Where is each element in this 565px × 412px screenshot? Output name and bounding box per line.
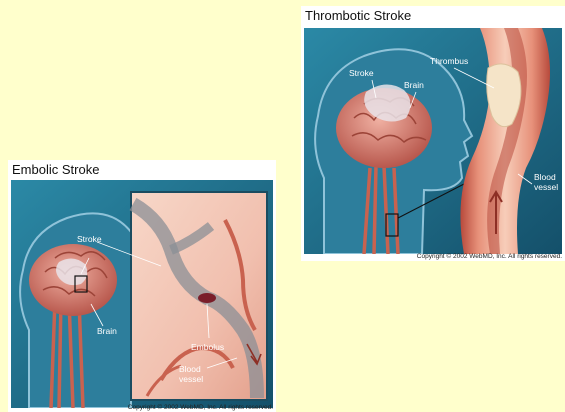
label-blood-vessel: Blood vessel	[179, 364, 203, 384]
embolic-stroke-panel: Embolic Stroke	[8, 160, 276, 412]
embolic-stroke-illustration: Stroke Brain Embolus Blood vessel	[11, 180, 273, 408]
label-blood-vessel: Blood vessel	[534, 172, 558, 192]
label-blood-vessel-line1: Blood	[179, 364, 201, 374]
embolus	[198, 293, 216, 303]
embolic-copyright: Copyright © 2002 WebMD, Inc. All rights …	[128, 404, 273, 411]
label-brain: Brain	[97, 326, 117, 336]
label-embolus: Embolus	[191, 342, 224, 352]
label-blood-vessel-line1: Blood	[534, 172, 556, 182]
label-stroke: Stroke	[77, 234, 102, 244]
embolic-stroke-title: Embolic Stroke	[12, 162, 99, 177]
label-blood-vessel-line2: vessel	[534, 182, 558, 192]
thrombotic-stroke-illustration: Stroke Brain Thrombus Blood vessel	[304, 28, 562, 254]
label-stroke: Stroke	[349, 68, 374, 78]
thrombotic-copyright: Copyright © 2002 WebMD, Inc. All rights …	[417, 253, 562, 260]
thrombotic-stroke-panel: Thrombotic Stroke	[301, 6, 565, 261]
label-thrombus: Thrombus	[430, 56, 468, 66]
thrombotic-stroke-title: Thrombotic Stroke	[305, 8, 411, 23]
label-blood-vessel-line2: vessel	[179, 374, 203, 384]
label-brain: Brain	[404, 80, 424, 90]
